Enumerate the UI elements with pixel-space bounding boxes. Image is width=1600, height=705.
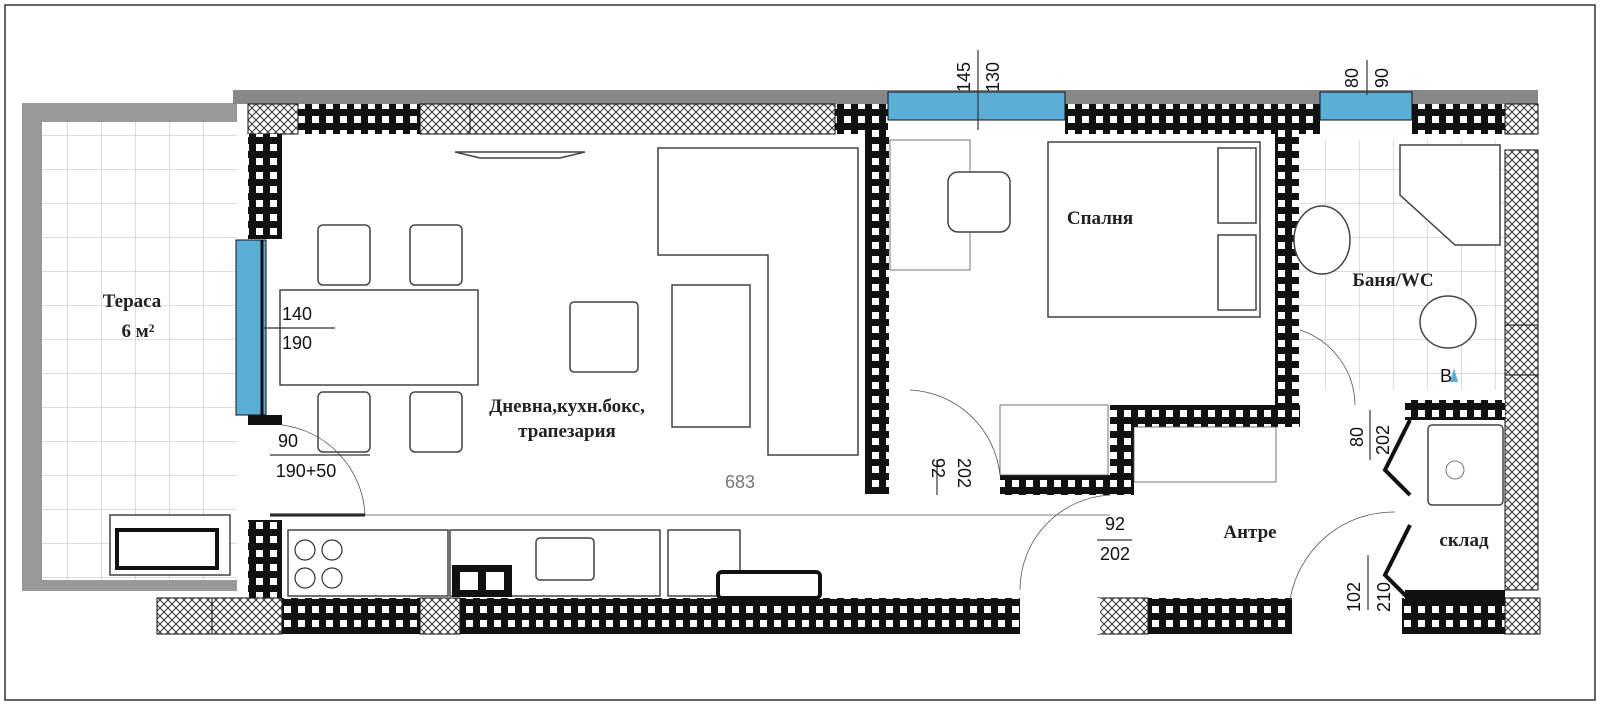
coffee-table bbox=[671, 284, 751, 428]
entry-door-width: 102 bbox=[1344, 582, 1364, 612]
wardrobe bbox=[1133, 426, 1277, 483]
terrace-door-width: 90 bbox=[278, 431, 298, 451]
bathroom-label: Баня/WC bbox=[1352, 270, 1433, 291]
chair bbox=[409, 224, 463, 286]
storage-label: склад bbox=[1439, 530, 1489, 551]
wardrobe bbox=[999, 404, 1109, 476]
sink bbox=[1293, 205, 1351, 275]
hall-label: Антре bbox=[1223, 522, 1276, 543]
bedroom-door-height: 202 bbox=[954, 458, 974, 488]
bedroom-window-width: 145 bbox=[954, 62, 974, 92]
shower bbox=[1399, 144, 1501, 246]
living-label: Дневна,кухн.бокс, bbox=[489, 396, 645, 417]
living-door-height: 202 bbox=[1100, 544, 1130, 564]
terrace bbox=[22, 103, 237, 591]
washing-machine bbox=[1427, 424, 1504, 506]
terrace-label: Тераса bbox=[103, 291, 162, 312]
window-living-height: 190 bbox=[282, 333, 312, 353]
ventilation-mark: B bbox=[1440, 366, 1452, 386]
kitchen-sink bbox=[535, 537, 595, 581]
ventilation-arrow-icon bbox=[1450, 368, 1458, 382]
range-hood bbox=[454, 151, 586, 159]
window-living-width: 140 bbox=[282, 304, 312, 324]
bath-window-width: 80 bbox=[1342, 68, 1362, 88]
kitchen-counter bbox=[287, 529, 449, 597]
windows bbox=[235, 91, 1413, 416]
chair bbox=[317, 391, 371, 453]
furniture bbox=[109, 139, 1504, 600]
armchair bbox=[569, 301, 639, 373]
chair bbox=[409, 391, 463, 453]
living-depth: 683 bbox=[725, 472, 755, 492]
bath-door-height: 202 bbox=[1373, 425, 1393, 455]
entry-door-height: 210 bbox=[1374, 582, 1394, 612]
living-label-line2: трапезария bbox=[518, 421, 616, 442]
toilet bbox=[1419, 295, 1477, 349]
living-door-width: 92 bbox=[1105, 514, 1125, 534]
sofa bbox=[657, 147, 859, 456]
bedroom-label: Спалня bbox=[1067, 208, 1133, 229]
terrace-area: 6 м² bbox=[122, 321, 155, 342]
desk-chair bbox=[947, 171, 1011, 233]
dining-table bbox=[279, 289, 479, 386]
chair bbox=[317, 224, 371, 286]
bedroom-window-height: 130 bbox=[983, 62, 1003, 92]
frame bbox=[4, 4, 1596, 701]
dimension-lines bbox=[264, 50, 1371, 610]
bath-window-height: 90 bbox=[1372, 68, 1392, 88]
bath-door-width: 80 bbox=[1347, 427, 1367, 447]
bedroom-door-width: 92 bbox=[928, 458, 948, 478]
terrace-door-height: 190+50 bbox=[276, 461, 337, 481]
walls bbox=[156, 90, 1541, 635]
